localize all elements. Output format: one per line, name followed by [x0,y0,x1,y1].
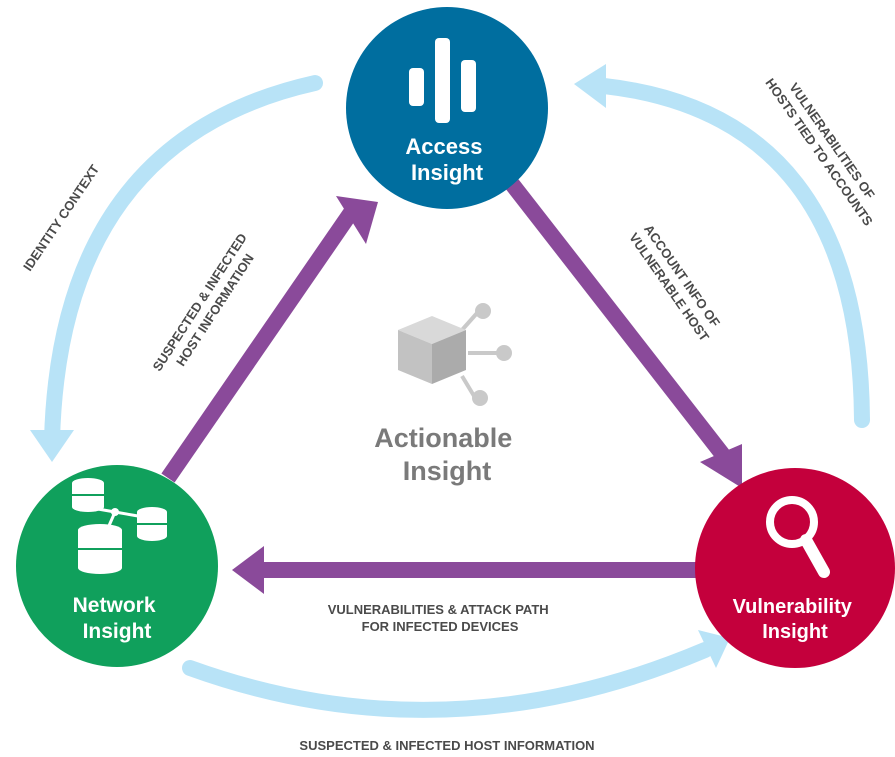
network-insight-title: Network Insight [73,594,162,643]
outer-arrow-access-to-network [30,75,323,462]
flow-label-access-to-vulnerability: ACCOUNT INFO OF VULNERABLE HOST [626,220,726,344]
vulnerability-insight-node: Vulnerability Insight [695,468,895,668]
vulnerability-insight-circle [695,468,895,668]
outer-arrow-vulnerability-to-access [574,64,870,428]
flow-label-vulnerability-to-access: VULNERABILITIES OF HOSTS TIED TO ACCOUNT… [762,66,889,229]
access-insight-node: Access Insight [346,7,548,209]
flow-label-vulnerability-to-network: VULNERABILITIES & ATTACK PATH FOR INFECT… [328,602,553,634]
inner-arrow-vulnerability-to-network [232,546,708,594]
inner-arrow-network-to-access [161,196,378,483]
database-network-icon [72,478,167,574]
center-title: Actionable Insight [374,423,520,486]
inner-arrow-access-to-vulnerability [505,179,742,488]
network-insight-node: Network Insight [16,465,218,667]
flow-label-network-to-vulnerability: SUSPECTED & INFECTED HOST INFORMATION [299,738,594,753]
magnifier-icon [766,496,830,578]
outer-arrow-network-to-vulnerability [182,630,730,718]
bar-chart-icon [409,38,476,123]
cube-network-icon [398,303,512,406]
vulnerability-insight-title: Vulnerability Insight [733,596,858,643]
access-insight-title: Access Insight [405,134,488,185]
